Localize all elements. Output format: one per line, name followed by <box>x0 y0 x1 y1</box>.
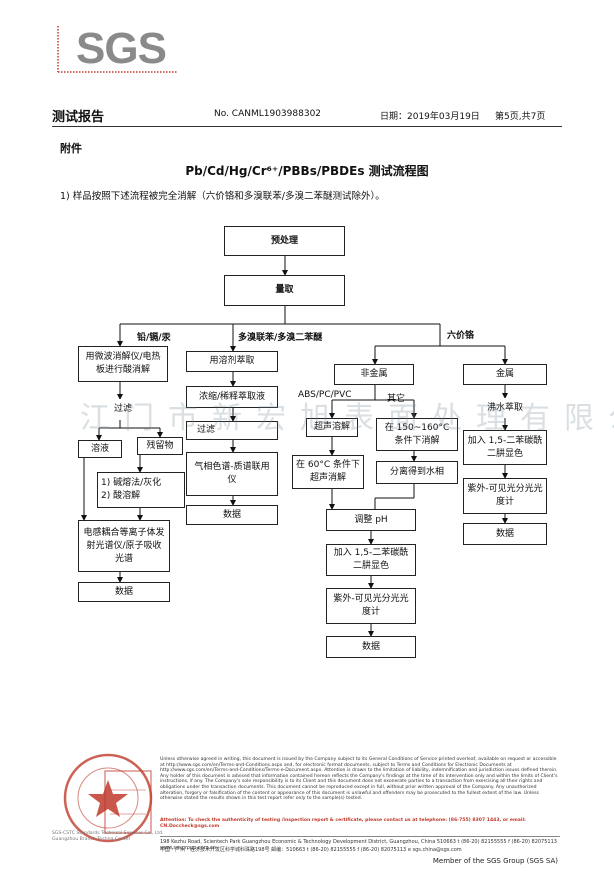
report-title: 测试报告 <box>52 110 105 125</box>
watermark: 江门市新宏旭表面处理有限公司 <box>80 401 614 436</box>
boil-extract-box: 沸水萃取 <box>463 398 547 418</box>
icp-box: 电感耦合等离子体发射光谱仪/原子吸收光谱 <box>78 520 170 572</box>
cr-metal-data-box: 数据 <box>463 523 547 545</box>
adjust-ph-box: 调整 pH <box>326 509 416 531</box>
flowchart-title: Pb/Cd/Hg/Cr⁶⁺/PBBs/PBDEs 测试流程图 <box>185 164 429 178</box>
concentrate-box: 浓缩/稀释萃取液 <box>186 386 278 408</box>
filter-box-metals: 过滤 <box>78 399 168 420</box>
accreditation-stamp-icon <box>104 770 152 834</box>
address-english: 198 Kezhu Road, Scientech Park Guangzhou… <box>160 836 560 851</box>
residue-treatment-box: 1) 碱熔法/灰化 2) 酸溶解 <box>97 472 185 508</box>
branch-label-cr: 六价铬 <box>447 331 475 341</box>
seal-caption: SGS-CSTC Standards Technical Services Co… <box>52 831 164 842</box>
abs-pc-pvc-label: ABS/PC/PVC <box>298 390 352 400</box>
header-rule <box>52 126 562 127</box>
page-number: 第5页,共7页 <box>495 112 546 122</box>
weighing-box: 量取 <box>224 275 345 306</box>
ultrasonic-60c-box: 在 60°C 条件下超声消解 <box>292 455 364 489</box>
residue-box: 残留物 <box>137 437 183 455</box>
note-text: 1) 样品按照下述流程被完全消解（六价铬和多溴联苯/多溴二苯醚测试除外）。 <box>60 191 385 202</box>
pbb-data-box: 数据 <box>186 505 278 525</box>
appendix-label: 附件 <box>60 142 82 155</box>
sgs-logo <box>52 20 184 78</box>
report-number: No. CANML1903988302 <box>214 109 322 119</box>
report-date: 日期：2019年03月19日 <box>380 112 480 122</box>
metal-box: 金属 <box>463 364 547 385</box>
address-chinese: 中国・广州・经济技术开发区科学城科珠路198号 邮编：510663 t (86-… <box>160 847 462 853</box>
solvent-extract-box: 用溶剂萃取 <box>186 351 278 372</box>
uv-vis-box: 紫外-可见光分光光度计 <box>326 588 416 624</box>
legal-disclaimer: Unless otherwise agreed in writing, this… <box>160 757 558 802</box>
nonmetal-box: 非金属 <box>334 364 414 385</box>
acid-digest-box: 用微波消解仪/电热板进行酸消解 <box>78 346 168 382</box>
member-line: Member of the SGS Group (SGS SA) <box>432 857 558 865</box>
filter-box-pbb: 过滤 <box>186 421 278 440</box>
branch-label-metals: 铅/镉/汞 <box>137 333 171 343</box>
authenticity-notice: Attention: To check the authenticity of … <box>160 818 526 829</box>
gcms-box: 气相色谱-质谱联用仪 <box>186 452 278 496</box>
ultrasonic-box: 超声溶解 <box>306 418 358 437</box>
sgs-logo-text: SGS <box>76 24 167 73</box>
branch-label-pbb: 多溴联苯/多溴二苯醚 <box>238 333 323 343</box>
separate-aqueous-box: 分离得到水相 <box>376 461 458 484</box>
cr-nonmetal-data-box: 数据 <box>326 636 416 658</box>
metals-data-box: 数据 <box>78 582 170 602</box>
solution-box: 溶液 <box>78 440 122 458</box>
pretreatment-box: 预处理 <box>224 226 345 256</box>
metal-uv-vis-box: 紫外-可见光分光光度计 <box>463 478 547 514</box>
other-label: 其它 <box>387 394 406 404</box>
heat-digest-box: 在 150~160°C 条件下消解 <box>376 418 458 451</box>
metal-add-dpc-box: 加入 1,5-二苯碳酰二肼显色 <box>463 430 547 465</box>
add-dpc-box: 加入 1,5-二苯碳酰二肼显色 <box>326 544 416 576</box>
